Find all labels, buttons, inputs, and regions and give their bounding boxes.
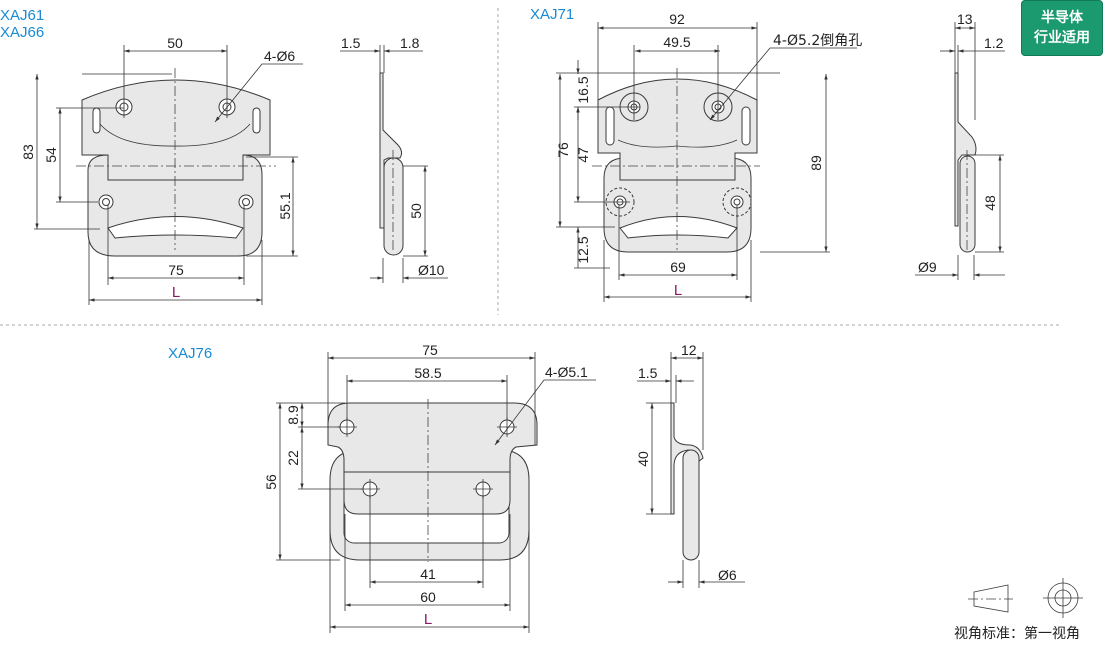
- dim-lower-pitch: 75: [168, 262, 184, 278]
- dim-side-dia: Ø9: [918, 259, 937, 275]
- dim-length: L: [424, 611, 432, 628]
- mounting-hole: [238, 194, 254, 210]
- dim-top-offset: 16.5: [575, 76, 591, 103]
- lower-plate: [343, 471, 511, 515]
- dim-side-dia: Ø10: [418, 262, 445, 278]
- dim-inner-width: 60: [420, 589, 436, 605]
- dim-width: 92: [669, 11, 685, 27]
- dim-handle-height: 55.1: [277, 192, 293, 219]
- dim-hole-pitch: 58.5: [414, 365, 441, 381]
- model-label: XAJ71: [530, 6, 574, 23]
- dim-side-dia: Ø6: [718, 567, 737, 583]
- dim-length: L: [674, 282, 682, 299]
- dim-hole-vpitch: 54: [43, 147, 59, 163]
- dim-width: 75: [422, 342, 438, 358]
- mounting-hole: [722, 187, 752, 217]
- side-handle-ring: [383, 157, 404, 256]
- dim-side-t2: 1.8: [400, 35, 420, 51]
- dim-side-h: 50: [408, 203, 424, 219]
- hole-note: 4-Ø5.2倒角孔: [773, 33, 862, 49]
- projection-label: 视角标准：第一视角: [954, 625, 1080, 642]
- handle-opening: [107, 216, 244, 239]
- dim-side-depth: 12: [681, 342, 697, 358]
- side-handle-ring: [959, 155, 976, 253]
- mounting-plate: [81, 79, 271, 181]
- dim-height: 83: [20, 144, 36, 160]
- model-label: XAJ66: [0, 24, 44, 41]
- badge-line-2: 行业适用: [1034, 30, 1090, 46]
- dim-top-offset: 8.9: [285, 405, 301, 425]
- model-label: XAJ61: [0, 7, 44, 24]
- side-view: [954, 72, 977, 227]
- view-xaj76: XAJ76 75 58.5 4-Ø5.1 56 8.9 22 41 60 L: [168, 342, 745, 633]
- industry-badge: 半导体 行业适用: [1021, 0, 1103, 56]
- dim-lower-pitch: 69: [670, 259, 686, 275]
- dim-total-height: 89: [808, 155, 824, 171]
- side-handle-ring: [682, 449, 700, 561]
- mounting-plate: [597, 78, 758, 181]
- dim-hole-vpitch: 47: [575, 147, 591, 163]
- dim-side-t1: 1.5: [341, 35, 361, 51]
- handle-opening: [619, 216, 738, 239]
- dim-side-h: 40: [635, 451, 651, 467]
- view-xaj71: XAJ71 92 49.5 4-Ø5.2倒角孔 16.5 76 47 12.5 …: [530, 6, 1005, 302]
- dim-side-depth: 13: [957, 11, 973, 27]
- dim-height: 76: [555, 142, 571, 158]
- dim-hole-pitch: 50: [167, 35, 183, 51]
- mounting-plate: [327, 402, 538, 473]
- dim-side-h: 48: [982, 195, 998, 211]
- dim-hole-pitch: 49.5: [663, 34, 690, 50]
- badge-line-1: 半导体: [1041, 10, 1083, 26]
- mounting-hole: [98, 194, 114, 210]
- side-view: [379, 72, 403, 229]
- first-angle-projection-symbol: 视角标准：第一视角: [954, 578, 1083, 642]
- hole-note: 4-Ø6: [264, 48, 295, 64]
- dim-lower-pitch: 41: [420, 566, 436, 582]
- dim-hole-vpitch: 22: [285, 450, 301, 466]
- model-label: XAJ76: [168, 345, 212, 362]
- view-xaj61-xaj66: XAJ61 XAJ66 50 4-Ø6 83 54 55.1 75 L: [0, 7, 448, 305]
- dim-length: L: [172, 284, 180, 301]
- dim-side-t: 1.2: [984, 35, 1004, 51]
- dim-bottom-offset: 12.5: [575, 236, 591, 263]
- dim-height: 56: [263, 474, 279, 490]
- hole-note: 4-Ø5.1: [545, 364, 588, 380]
- dim-side-t: 1.5: [638, 365, 658, 381]
